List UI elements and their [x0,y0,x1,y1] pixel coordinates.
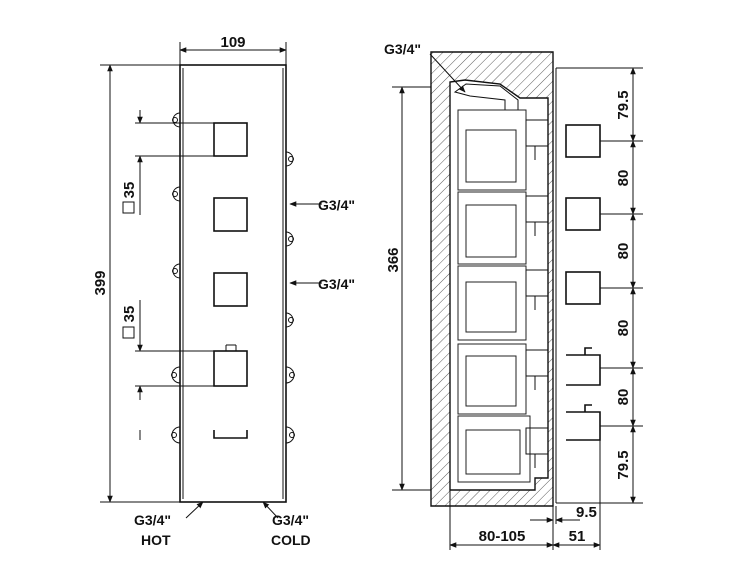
outlet-square-3 [213,272,248,307]
control-knobs [565,124,601,441]
outlet-square-4 [213,350,248,387]
port-label-upper: G3/4" [318,197,355,213]
spacing-1: 79.5 [615,90,632,119]
top-port-thread: G3/4" [384,41,421,57]
square-size-lower: 35 [121,306,138,323]
hot-port-thread: G3/4" [134,512,171,528]
spacing-5: 80 [615,389,632,406]
height-dimension: 399 [92,270,109,295]
spacing-6: 79.5 [615,450,632,479]
spacing-2: 80 [615,170,632,187]
square-size-upper: 35 [121,182,138,199]
side-section-view: G3/4" 366 79.5 80 80 80 80 79.5 80-105 [384,41,643,550]
width-dimension: 109 [220,34,245,51]
spacing-3: 80 [615,243,632,260]
front-plate [179,64,287,503]
depth-range-dimension: 80-105 [479,528,526,545]
projection-dimension: 51 [569,528,586,545]
mount-lugs [171,112,295,444]
cold-label: COLD [271,532,311,548]
hot-label: HOT [141,532,171,548]
offset-dimension: 9.5 [576,504,597,521]
spacing-4: 80 [615,320,632,337]
outlet-square-2 [213,197,248,232]
outlet-square-1 [213,122,248,157]
depth-dimension: 366 [385,247,402,272]
cold-port-thread: G3/4" [272,512,309,528]
valve-body [453,83,549,483]
front-view: 109 399 35 35 G3/4" G3/4" G3/4" HOT G3/4… [92,34,355,548]
port-label-lower: G3/4" [318,276,355,292]
